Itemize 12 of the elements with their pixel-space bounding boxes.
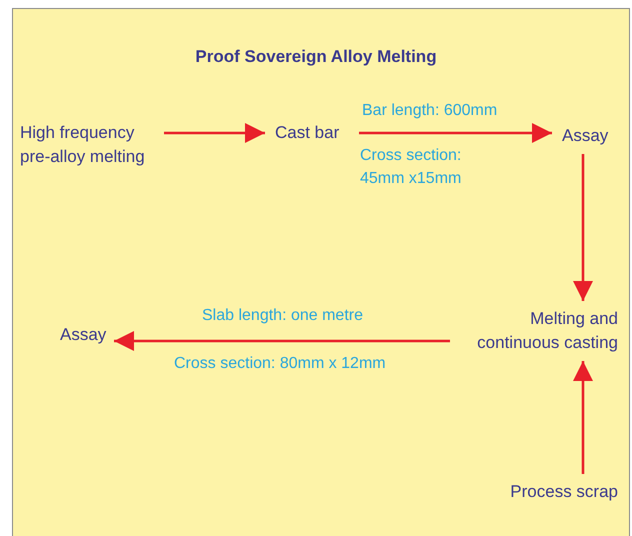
diagram-title: Proof Sovereign Alloy Melting bbox=[194, 47, 438, 67]
step-label: Assay bbox=[60, 324, 108, 346]
step-label: Cast bar bbox=[275, 122, 340, 144]
arrow bbox=[573, 361, 593, 474]
step-label: Melting and continuous casting bbox=[476, 308, 618, 354]
step-label: High frequency pre-alloy melting bbox=[20, 122, 146, 168]
arrow bbox=[114, 331, 450, 351]
step-label: Process scrap bbox=[509, 481, 618, 503]
arrow bbox=[359, 123, 552, 143]
arrow bbox=[573, 154, 593, 301]
step-label: Assay bbox=[562, 125, 610, 147]
arrow bbox=[164, 123, 265, 143]
